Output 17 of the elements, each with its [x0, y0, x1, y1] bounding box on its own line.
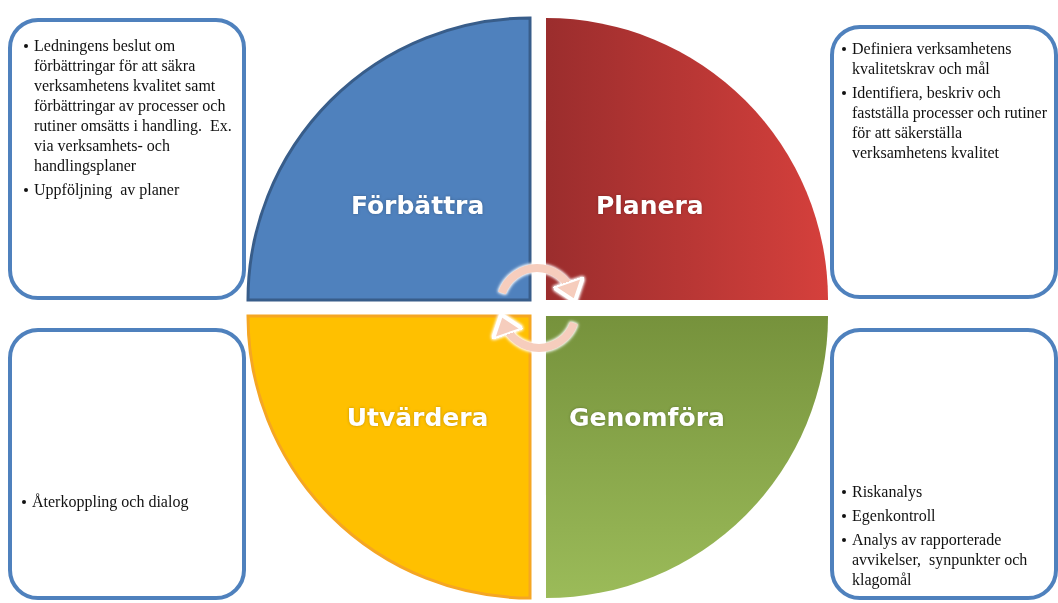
bullet-text: Identifiera, beskriv och fastställa processer och rutiner för att säkerställa verksamhetens kvalitet: [852, 83, 1049, 163]
quadrant-label: Genomföra: [569, 402, 725, 432]
quadrant-label: Förbättra: [350, 190, 485, 220]
text-panel: [8, 328, 246, 600]
text-panel: [8, 18, 246, 300]
bullet-text: Analys av rapporterade avvikelser, synpunkter och klagomål: [852, 530, 1029, 590]
bullet-text: Ledningens beslut om förbättringar för att säkra verksamhetens kvalitet samt förbättringar av processer och rutiner omsätts i handling. Ex. via verksamhets- och handlingsplaner: [34, 36, 233, 176]
quadrant-label: Planera: [595, 190, 704, 220]
cycle-arrow: [491, 312, 578, 352]
text-panel: [830, 25, 1058, 299]
text-panel: [830, 328, 1058, 600]
bullet-text: Egenkontroll: [852, 506, 936, 526]
bullet-text: Uppföljning av planer: [34, 180, 180, 200]
bullet-text: Definiera verksamhetens kvalitetskrav och mål: [852, 39, 1013, 79]
bullet-text: Återkoppling och dialog: [32, 492, 189, 512]
quadrant-label: Utvärdera: [346, 402, 489, 432]
bullet-text: Riskanalys: [852, 482, 923, 502]
